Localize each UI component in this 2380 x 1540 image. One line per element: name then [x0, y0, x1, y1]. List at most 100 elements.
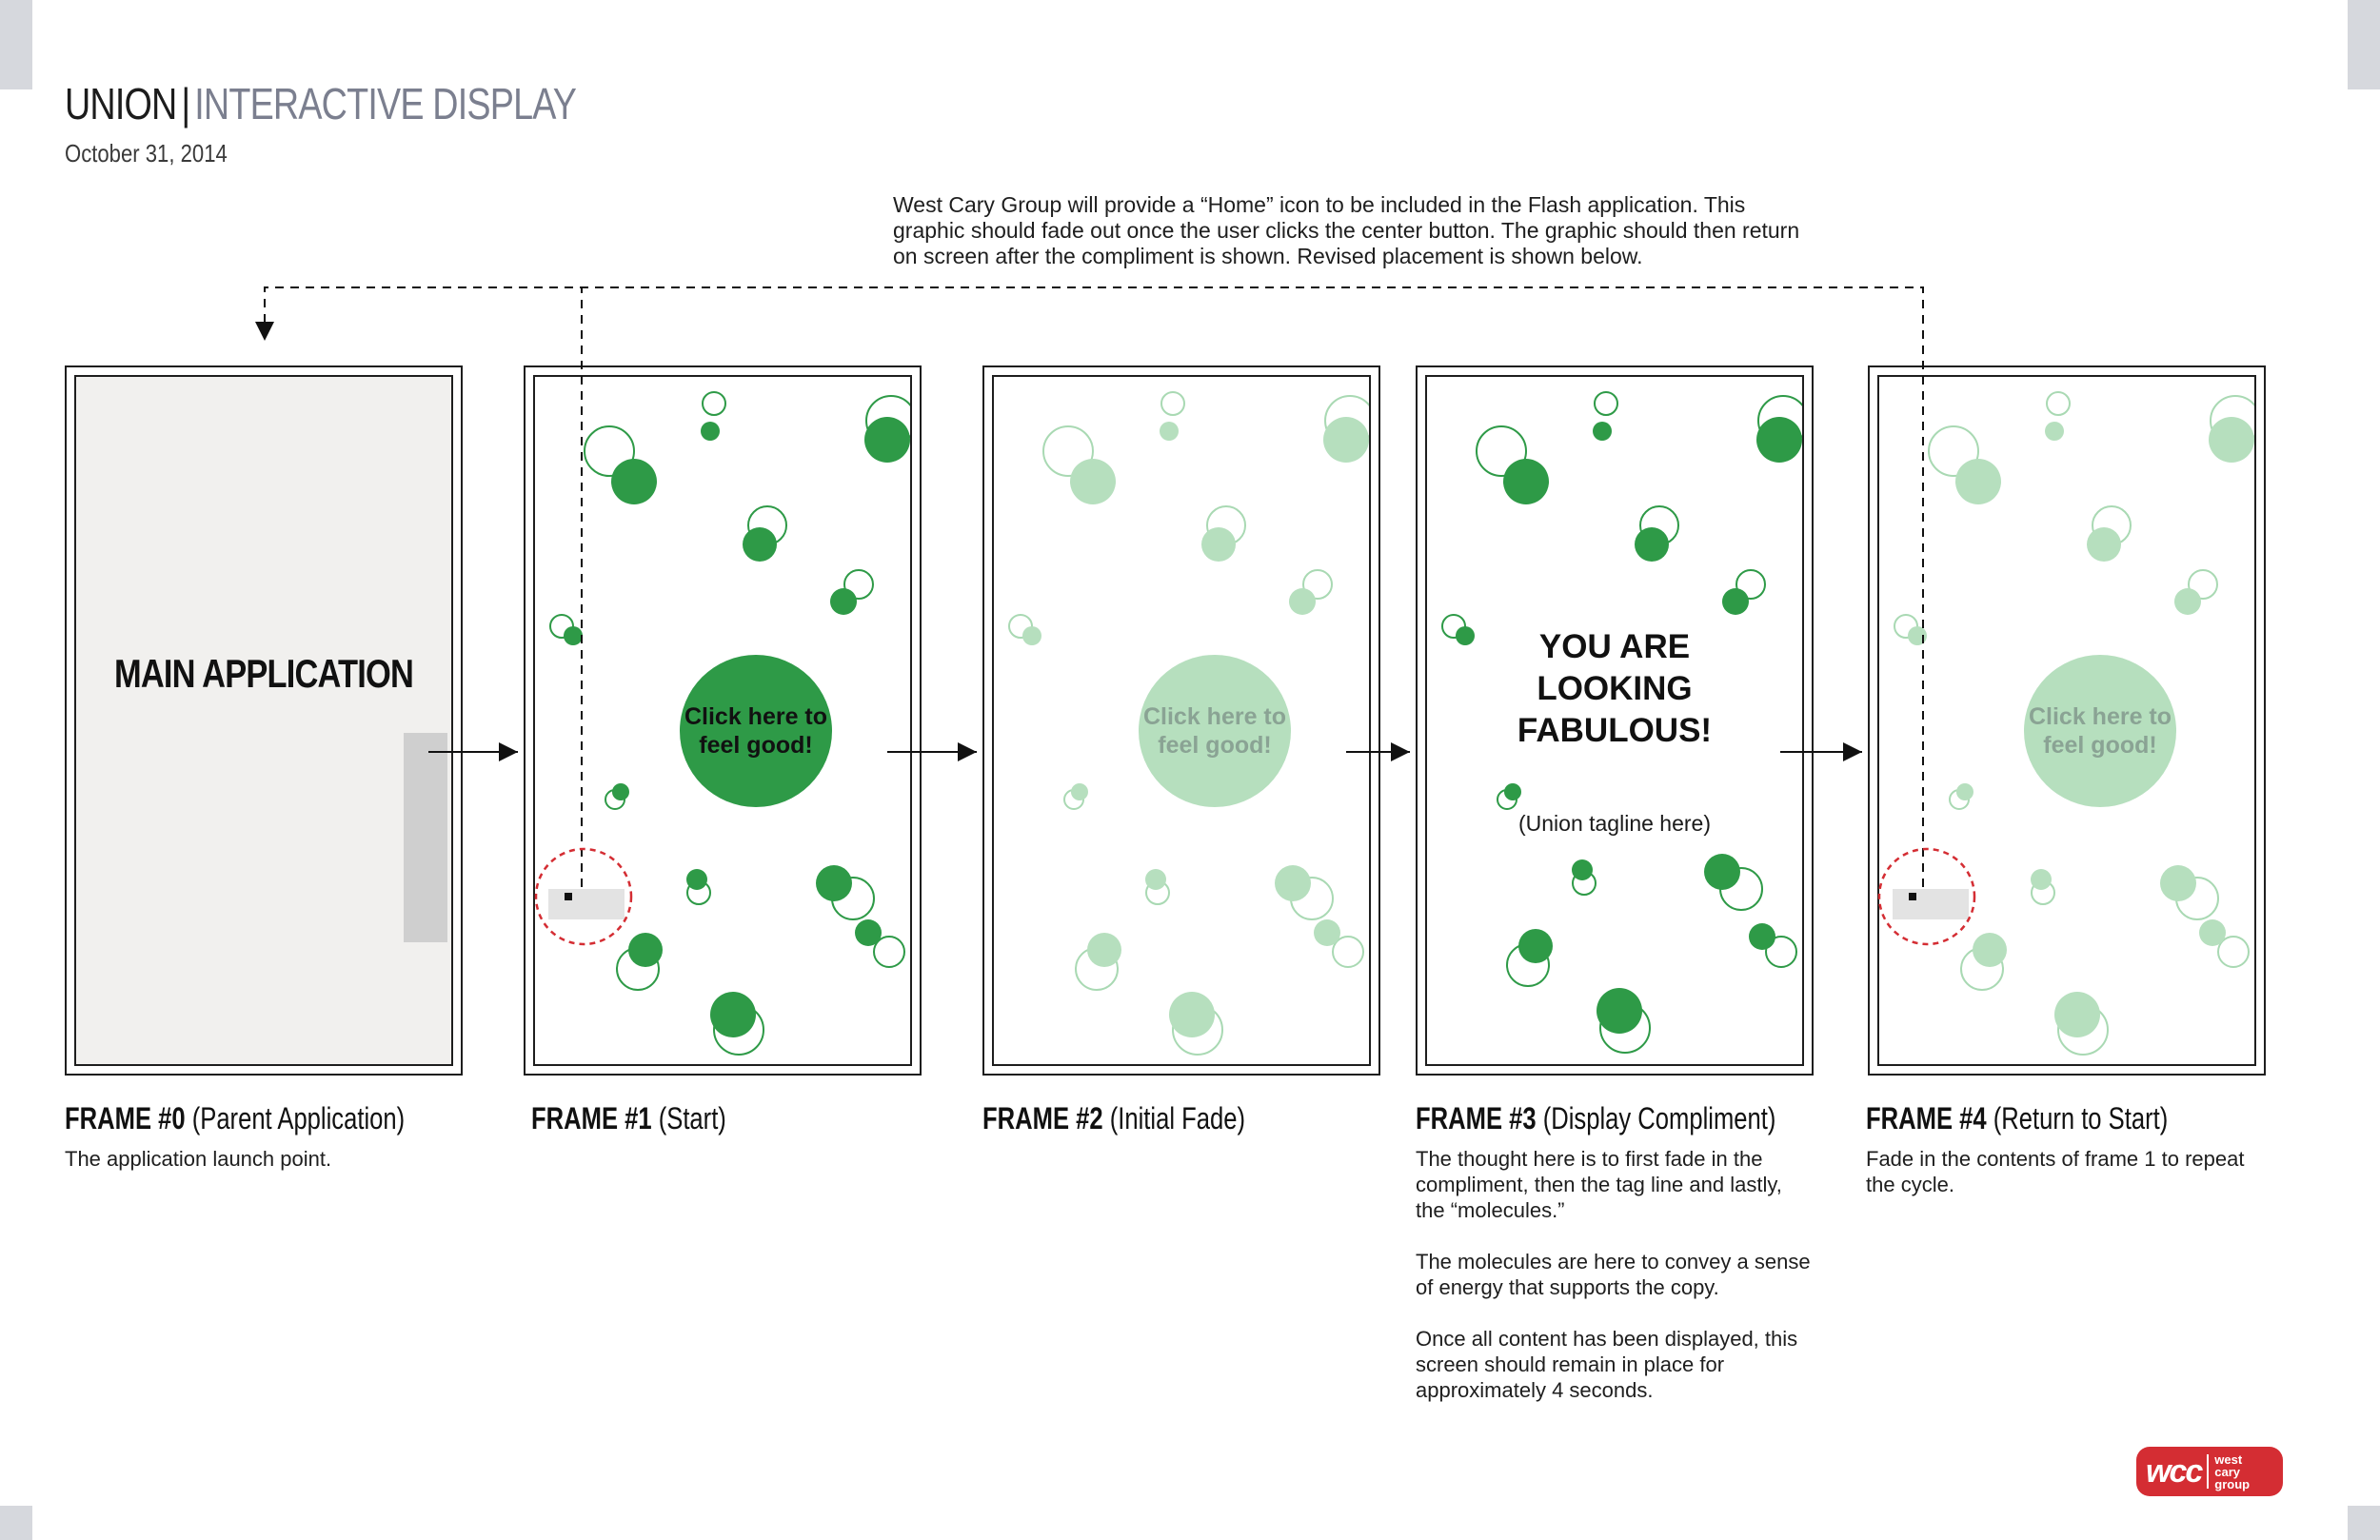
molecule-bubble — [873, 936, 905, 968]
molecule-bubble — [1169, 992, 1215, 1037]
frame-4-screen: Click here to feel good! — [1877, 375, 2256, 1066]
molecule-bubble — [1071, 783, 1088, 800]
frame-0-panel: MAIN APPLICATION — [65, 365, 463, 1076]
molecule-bubble — [1928, 425, 1979, 477]
molecule-bubble — [2217, 936, 2250, 968]
frame-1-panel: Click here to feel good! — [524, 365, 922, 1076]
molecule-bubble — [1722, 588, 1749, 615]
page-date: October 31, 2014 — [65, 139, 228, 168]
molecule-bubble — [611, 459, 657, 504]
molecule-bubble — [1749, 923, 1775, 950]
frame-2-panel: Click here to feel good! — [982, 365, 1380, 1076]
molecule-bubble — [1956, 783, 1973, 800]
molecule-bubble — [1275, 865, 1311, 901]
molecule-bubble — [2054, 992, 2100, 1037]
molecule-bubble — [1518, 929, 1553, 963]
page-title: UNION|INTERACTIVE DISPLAY — [65, 79, 577, 128]
main-application-background — [76, 377, 451, 1064]
home-icon-marker — [1909, 893, 1916, 900]
molecule-bubble — [2199, 919, 2226, 946]
frame-3-panel: YOU ARE LOOKING FABULOUS! (Union tagline… — [1416, 365, 1814, 1076]
corner-tab-bottom-right — [2348, 1506, 2380, 1540]
molecule-bubble — [686, 869, 707, 890]
frame-4-title: FRAME #4 (Return to Start) — [1866, 1101, 2169, 1135]
molecule-bubble — [1504, 783, 1521, 800]
molecule-bubble — [1593, 422, 1612, 441]
frame-4-description: Fade in the contents of frame 1 to repea… — [1866, 1147, 2245, 1196]
molecule-bubble — [1594, 391, 1618, 416]
frame-3-description: The thought here is to first fade in the… — [1416, 1147, 1811, 1402]
home-icon-note: West Cary Group will provide a “Home” ic… — [893, 192, 1800, 268]
molecule-bubble — [2045, 422, 2064, 441]
molecule-bubble — [2160, 865, 2196, 901]
feel-good-button-faded: Click here to feel good! — [2024, 655, 2176, 807]
feel-good-button-faded: Click here to feel good! — [1139, 655, 1291, 807]
title-main: UNION — [65, 79, 177, 128]
molecule-bubble — [2031, 869, 2052, 890]
molecule-bubble — [1973, 933, 2007, 967]
molecule-bubble — [1597, 988, 1642, 1034]
molecule-bubble — [1289, 588, 1316, 615]
molecule-bubble — [855, 919, 882, 946]
molecule-bubble — [1704, 854, 1740, 890]
molecule-bubble — [1201, 527, 1236, 562]
molecule-bubble — [1145, 869, 1166, 890]
corner-tab-top-right — [2348, 0, 2380, 89]
molecule-bubble — [2209, 417, 2254, 463]
molecule-bubble — [628, 933, 663, 967]
feel-good-button[interactable]: Click here to feel good! — [680, 655, 832, 807]
frame-3-title: FRAME #3 (Display Compliment) — [1416, 1101, 1776, 1135]
title-separator: | — [181, 79, 190, 128]
molecule-bubble — [1765, 936, 1797, 968]
union-tagline: (Union tagline here) — [1517, 811, 1711, 836]
molecule-bubble — [710, 992, 756, 1037]
molecule-bubble — [564, 626, 583, 645]
molecule-bubble — [702, 391, 726, 416]
frame-0-description: The application launch point. — [65, 1147, 332, 1171]
frame-2-title: FRAME #2 (Initial Fade) — [982, 1101, 1245, 1135]
molecule-bubble — [1160, 391, 1185, 416]
molecule-bubble — [816, 865, 852, 901]
molecule-bubble — [1756, 417, 1802, 463]
home-icon-placeholder[interactable] — [1893, 889, 1969, 919]
frame-4-panel: Click here to feel good! — [1868, 365, 2266, 1076]
corner-tab-bottom-left — [0, 1506, 32, 1540]
molecule-bubble — [2188, 569, 2218, 600]
molecule-bubble — [2174, 588, 2201, 615]
molecule-bubble — [1022, 626, 1041, 645]
home-icon-placeholder[interactable] — [548, 889, 625, 919]
frame-1-title: FRAME #1 (Start) — [531, 1101, 726, 1135]
frame-1-screen: Click here to feel good! — [533, 375, 912, 1066]
molecule-bubble — [1070, 459, 1116, 504]
title-sub: INTERACTIVE DISPLAY — [194, 79, 577, 128]
logo-divider — [2207, 1454, 2210, 1489]
app-side-tab[interactable] — [404, 733, 447, 942]
molecule-bubble — [1572, 859, 1593, 880]
molecule-bubble — [1635, 527, 1669, 562]
molecule-bubble — [1503, 459, 1549, 504]
molecule-bubble — [830, 588, 857, 615]
corner-tab-top-left — [0, 0, 32, 89]
molecule-bubble — [864, 417, 910, 463]
molecule-bubble — [2087, 527, 2121, 562]
frame-3-screen: YOU ARE LOOKING FABULOUS! (Union tagline… — [1425, 375, 1804, 1066]
logo-mark: wcc — [2146, 1452, 2203, 1490]
frame-2-screen: Click here to feel good! — [992, 375, 1371, 1066]
frame-0-title: FRAME #0 (Parent Application) — [65, 1101, 406, 1135]
molecule-bubble — [2046, 391, 2071, 416]
molecule-bubble — [701, 422, 720, 441]
molecule-bubble — [612, 783, 629, 800]
compliment-text: YOU ARE LOOKING FABULOUS! — [1517, 628, 1713, 749]
molecule-bubble — [1332, 936, 1364, 968]
molecule-bubble — [1314, 919, 1340, 946]
molecule-bubble — [1908, 626, 1927, 645]
molecule-bubble — [1955, 459, 2001, 504]
molecule-bubble — [1087, 933, 1121, 967]
molecule-bubble — [1160, 422, 1179, 441]
home-icon-marker — [565, 893, 572, 900]
molecule-bubble — [1323, 417, 1369, 463]
molecule-bubble — [743, 527, 777, 562]
frame-0-screen: MAIN APPLICATION — [74, 375, 453, 1066]
